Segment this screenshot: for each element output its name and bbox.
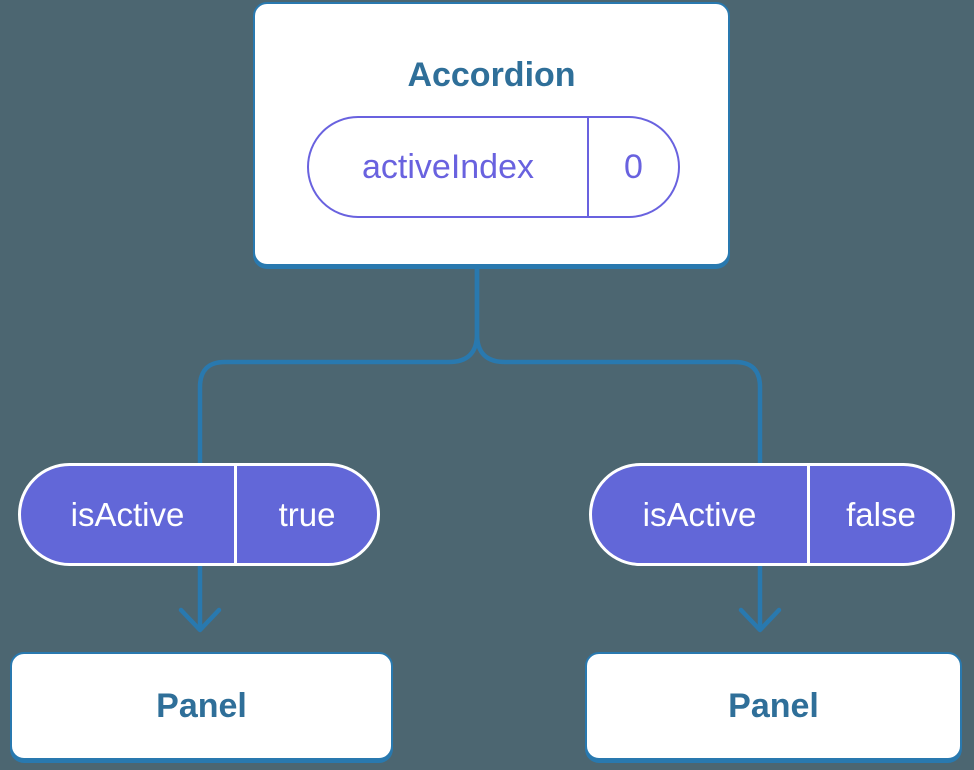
- state-pill-activeindex: activeIndex 0: [307, 116, 680, 218]
- prop-name-label: isActive: [592, 466, 810, 563]
- state-value-label: 0: [624, 147, 643, 186]
- arrowhead-down-right-icon: [738, 607, 782, 633]
- arrowhead-down-left-icon: [178, 607, 222, 633]
- prop-pill-isactive-false: isActive false: [589, 463, 955, 566]
- panel-component-card-left: Panel: [10, 652, 393, 760]
- prop-pill-isactive-true: isActive true: [18, 463, 380, 566]
- state-name-label: activeIndex: [309, 118, 589, 216]
- prop-value-label: true: [278, 495, 336, 533]
- panel-title: Panel: [156, 687, 247, 725]
- accordion-component-card: Accordion activeIndex 0: [253, 2, 730, 266]
- connector-right-branch: [474, 259, 763, 631]
- accordion-title: Accordion: [407, 56, 576, 94]
- connector-left-branch: [197, 259, 480, 631]
- panel-title: Panel: [728, 687, 819, 725]
- panel-component-card-right: Panel: [585, 652, 962, 760]
- prop-value-label: false: [846, 495, 916, 533]
- prop-name-label: isActive: [21, 466, 237, 563]
